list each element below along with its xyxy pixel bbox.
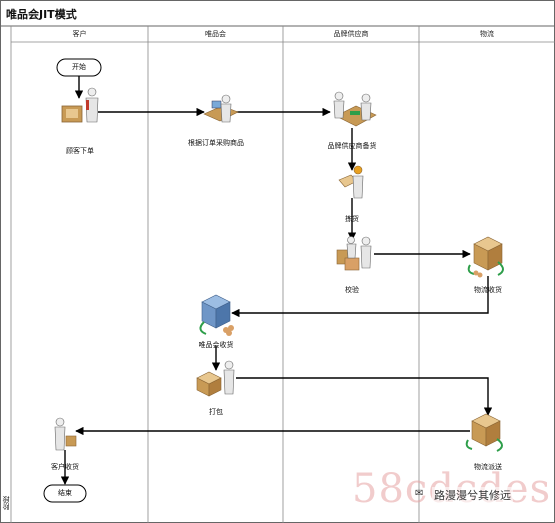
step-pack: 打包 — [209, 408, 223, 416]
stage-column-label: 阶段 — [2, 496, 10, 510]
customer-order-icon — [61, 87, 99, 123]
inspect-icon — [336, 236, 372, 271]
step-vip-order: 根据订单采购商品 — [188, 139, 244, 147]
end-label: 结束 — [58, 489, 72, 497]
step-customer-order: 顾客下单 — [66, 147, 94, 155]
step-logistics-receive: 物流收货 — [474, 286, 502, 294]
lane-header-supplier: 品牌供应商 — [333, 30, 369, 38]
end-terminator — [43, 484, 87, 503]
vip-receive-icon — [199, 294, 234, 336]
pack-icon — [196, 360, 235, 397]
logistics-receive-icon — [467, 236, 504, 278]
step-logistics-deliver: 物流派送 — [474, 463, 502, 471]
diagram-title: 唯品会JIT模式 — [6, 8, 77, 21]
start-label: 开始 — [72, 63, 86, 71]
customer-receive-icon — [54, 417, 77, 451]
step-pick: 拣货 — [345, 215, 359, 223]
wechat-icon: ✉ — [415, 488, 424, 499]
lane-header-customer: 客户 — [72, 30, 87, 38]
step-supplier-prepare: 品牌供应商备货 — [327, 142, 377, 150]
arrow-logistics-to-vip-receive — [231, 276, 489, 318]
step-customer-receive: 客户收货 — [51, 463, 79, 471]
lane-header-vip: 唯品会 — [205, 30, 226, 38]
lane-header-logistics: 物流 — [480, 30, 494, 38]
step-vip-receive: 唯品会收货 — [198, 341, 234, 349]
watermark-account: 路漫漫兮其修远 — [432, 487, 513, 503]
arrow-pack-to-deliver — [236, 377, 493, 416]
pick-icon — [338, 165, 364, 199]
vip-purchase-icon — [203, 94, 239, 123]
supplier-prepare-icon — [333, 91, 377, 127]
logistics-deliver-icon — [465, 413, 503, 452]
step-inspect: 校验 — [345, 286, 359, 294]
